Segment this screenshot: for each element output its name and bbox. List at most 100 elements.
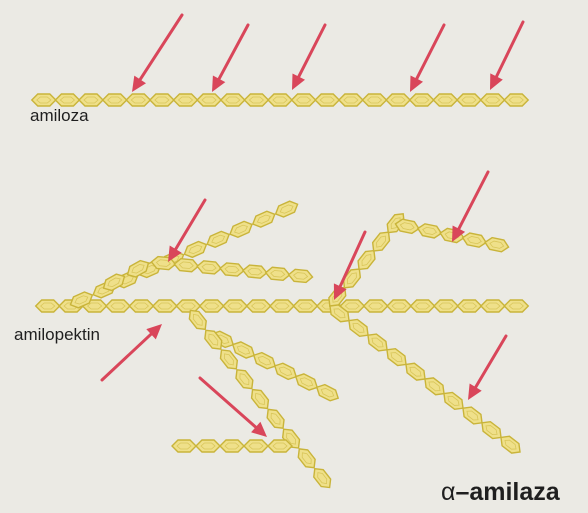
glucose-unit xyxy=(314,382,341,404)
glucose-unit xyxy=(219,262,244,276)
glucose-unit xyxy=(55,94,79,106)
glucose-unit xyxy=(292,94,316,106)
glucose-unit xyxy=(182,239,209,260)
glucose-unit xyxy=(481,300,505,312)
arrow-amylose-1 xyxy=(132,15,182,92)
arrow-shaft xyxy=(497,22,524,77)
arrow-shaft xyxy=(417,25,444,79)
arrow-amylose-4 xyxy=(410,25,444,92)
glucose-unit xyxy=(295,445,319,471)
amylopectin-main-chain xyxy=(36,300,529,312)
glucose-unit xyxy=(32,94,56,106)
glucose-unit xyxy=(457,300,481,312)
glucose-unit xyxy=(197,94,221,106)
glucose-unit xyxy=(417,223,443,240)
glucose-unit xyxy=(433,94,457,106)
arrow-lower-right xyxy=(468,336,506,400)
glucose-unit xyxy=(387,300,411,312)
glucose-unit xyxy=(481,94,505,106)
glucose-unit xyxy=(439,227,465,244)
glucose-unit xyxy=(484,236,510,253)
glucose-unit xyxy=(200,300,224,312)
glucose-unit xyxy=(315,94,339,106)
arrow-bottom xyxy=(200,378,267,437)
glucose-unit xyxy=(268,440,292,452)
glucose-unit xyxy=(196,440,220,452)
branch-upper-left xyxy=(68,199,300,310)
glucose-unit xyxy=(126,94,150,106)
glucose-unit xyxy=(174,94,198,106)
alpha-amylase-label: α–amilaza xyxy=(441,478,560,507)
glucose-unit xyxy=(36,300,60,312)
glucose-unit xyxy=(270,300,294,312)
glucose-unit xyxy=(310,465,334,491)
glucose-unit xyxy=(247,300,271,312)
glucose-unit xyxy=(386,94,410,106)
glucose-unit xyxy=(197,260,222,274)
arrow-amylose-2 xyxy=(212,25,248,92)
arrow-main-left xyxy=(102,324,162,380)
amylose-label: amiloza xyxy=(30,106,89,126)
glucose-unit xyxy=(434,300,458,312)
glucose-unit xyxy=(272,361,299,383)
glucose-chains xyxy=(32,94,529,491)
arrow-shaft xyxy=(102,334,151,380)
glucose-unit xyxy=(106,300,130,312)
arrowhead-icon xyxy=(132,76,146,92)
glucose-unit xyxy=(339,94,363,106)
arrow-shaft xyxy=(140,15,182,79)
glucose-unit xyxy=(244,94,268,106)
arrow-shaft xyxy=(219,25,248,79)
glucose-unit xyxy=(79,94,103,106)
amylose-chain xyxy=(32,94,528,106)
glucose-unit xyxy=(293,300,317,312)
glucose-unit xyxy=(129,300,153,312)
glucose-unit xyxy=(232,366,256,392)
glucose-unit xyxy=(220,440,244,452)
glucose-unit xyxy=(223,300,247,312)
branch-bottom-left xyxy=(172,440,292,452)
glucose-unit xyxy=(242,264,267,278)
glucose-unit xyxy=(457,94,481,106)
glucose-unit xyxy=(248,386,272,412)
glucose-unit xyxy=(150,94,174,106)
branch-upper-right-side xyxy=(394,218,510,253)
glucose-unit xyxy=(265,267,290,281)
arrow-shaft xyxy=(476,336,506,387)
glucose-unit xyxy=(364,300,388,312)
glucose-unit xyxy=(263,406,287,432)
glucose-unit xyxy=(504,94,528,106)
glucose-unit xyxy=(288,269,313,283)
branch-lower-left xyxy=(186,307,335,491)
arrow-shaft xyxy=(459,172,488,229)
glucose-unit xyxy=(411,300,435,312)
glucose-unit xyxy=(293,371,320,393)
amylopectin-label: amilopektin xyxy=(14,325,100,345)
arrow-branch-3 xyxy=(452,172,488,242)
glucose-unit xyxy=(172,440,196,452)
cleavage-arrows xyxy=(102,15,523,437)
glucose-unit xyxy=(268,94,292,106)
glucose-unit xyxy=(228,219,255,240)
arrow-amylose-5 xyxy=(490,22,523,90)
amylase-word: –amilaza xyxy=(455,478,559,506)
glucose-unit xyxy=(201,327,225,353)
glucose-unit xyxy=(251,350,278,372)
glucose-unit xyxy=(176,300,200,312)
glucose-unit xyxy=(244,440,268,452)
arrow-amylose-3 xyxy=(292,25,325,90)
glucose-unit xyxy=(363,94,387,106)
alpha-symbol: α xyxy=(441,478,455,506)
glucose-unit xyxy=(250,209,277,230)
glucose-unit xyxy=(410,94,434,106)
glucose-unit xyxy=(221,94,245,106)
glucose-unit xyxy=(273,199,300,220)
glucose-unit xyxy=(103,94,127,106)
glucose-unit xyxy=(504,300,528,312)
glucose-unit xyxy=(461,232,487,249)
glucose-unit xyxy=(153,300,177,312)
branch-lower-right xyxy=(326,301,523,457)
glucose-unit xyxy=(205,229,232,250)
